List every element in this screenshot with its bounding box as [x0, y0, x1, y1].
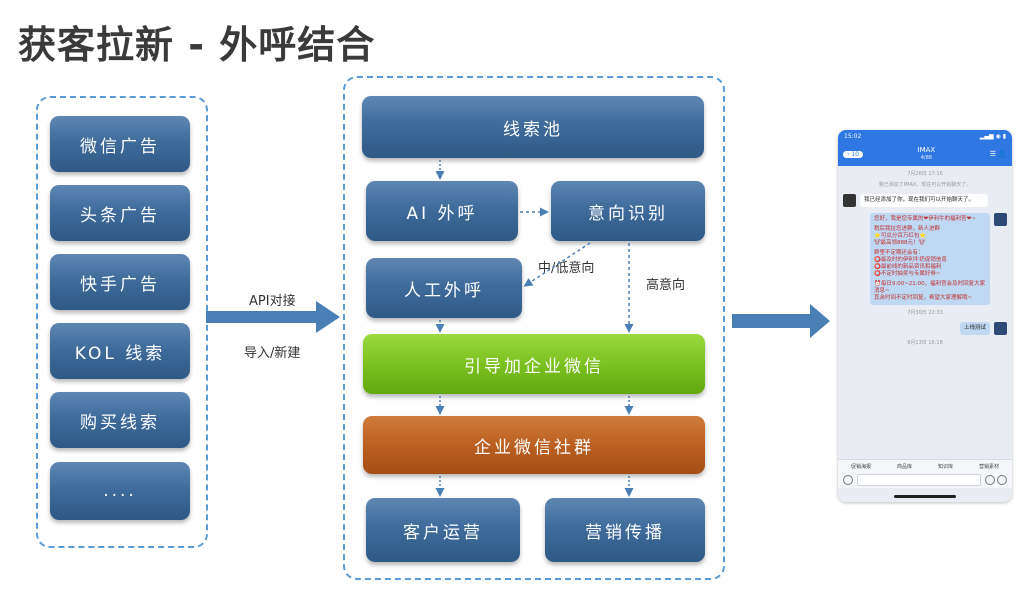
- customer-ops[interactable]: 客户运营: [366, 498, 520, 562]
- intent-recognition[interactable]: 意向识别: [551, 181, 705, 241]
- emoji-icon[interactable]: [985, 475, 995, 485]
- source-kuaishou-ads[interactable]: 快手广告: [50, 254, 190, 310]
- message-right-welcome: 您好，我是您专属的❤伊利牛的福利官❤~ 稍后我拉您进群，新人进群 ⭐可瓜分百万红…: [870, 213, 990, 305]
- message-test: 上线测试: [959, 322, 990, 335]
- toolbar-knowledge-base[interactable]: 知识库: [937, 463, 953, 470]
- source-wechat-ads[interactable]: 微信广告: [50, 116, 190, 172]
- flow-group: [343, 76, 725, 580]
- toolbar-promo-poster[interactable]: 促销海报: [850, 463, 871, 470]
- page-title: 获客拉新 - 外呼结合: [18, 23, 376, 67]
- signal-icon: ▂▄▆ ◉ ▮: [979, 132, 1006, 140]
- big-arrow-left: [206, 301, 340, 333]
- toolbar-product-library[interactable]: 商品库: [896, 463, 912, 470]
- big-arrow-right: [732, 304, 830, 338]
- chat-toolbar: 促销海报 商品库 知识库 营销素材: [838, 459, 1012, 472]
- chat-time-2: 7月30日 22:33: [907, 310, 943, 316]
- source-kol-leads[interactable]: KOL 线索: [50, 323, 190, 379]
- chat-subtitle: 4/88: [920, 155, 932, 161]
- chat-title: IMAX: [917, 146, 936, 154]
- avatar-right-2[interactable]: [994, 322, 1007, 335]
- arrow-intent-to-manual: [523, 242, 591, 287]
- avatar-right[interactable]: [994, 213, 1007, 226]
- message-left: 我已经添加了你，现在我们可以开始聊天了。: [860, 194, 988, 207]
- marketing-spread[interactable]: 营销传播: [545, 498, 705, 562]
- source-toutiao-ads[interactable]: 头条广告: [50, 185, 190, 241]
- manual-call[interactable]: 人工外呼: [366, 258, 522, 318]
- toolbar-marketing-material[interactable]: 营销素材: [978, 463, 999, 470]
- avatar-left[interactable]: [843, 194, 856, 207]
- wecom-chat-phone: 15:02 ▂▄▆ ◉ ▮ ‹ 10 IMAX 4/88 ☰ 👤 7月26日 1…: [838, 130, 1012, 502]
- voice-icon[interactable]: [843, 475, 853, 485]
- source-purchased-leads[interactable]: 购买线索: [50, 392, 190, 448]
- system-message: 我已添加了IMAX，现在可以开始聊天了。: [878, 182, 972, 188]
- mid-low-intent-label: 中/低意向: [538, 261, 595, 276]
- chat-header: ‹ 10 IMAX 4/88 ☰ 👤: [838, 142, 1012, 166]
- api-label: API对接: [249, 294, 296, 309]
- phone-status-bar: 15:02 ▂▄▆ ◉ ▮: [838, 130, 1012, 142]
- message-input[interactable]: [857, 474, 981, 486]
- import-label: 导入/新建: [244, 346, 301, 361]
- high-intent-label: 高意向: [646, 278, 686, 293]
- back-button[interactable]: ‹ 10: [843, 150, 863, 158]
- status-time: 15:02: [844, 132, 862, 140]
- ai-call[interactable]: AI 外呼: [366, 181, 518, 241]
- contact-icon[interactable]: ☰ 👤: [989, 150, 1007, 158]
- chat-input-bar: [838, 472, 1012, 488]
- plus-icon[interactable]: [997, 475, 1007, 485]
- lead-pool[interactable]: 线索池: [362, 96, 704, 158]
- home-indicator: [894, 495, 956, 498]
- chat-time-3: 8月13日 16:18: [907, 340, 943, 346]
- source-more[interactable]: ....: [50, 462, 190, 520]
- wecom-community[interactable]: 企业微信社群: [363, 416, 705, 474]
- chat-time-1: 7月26日 17:16: [907, 171, 943, 177]
- guide-wecom[interactable]: 引导加企业微信: [363, 334, 705, 394]
